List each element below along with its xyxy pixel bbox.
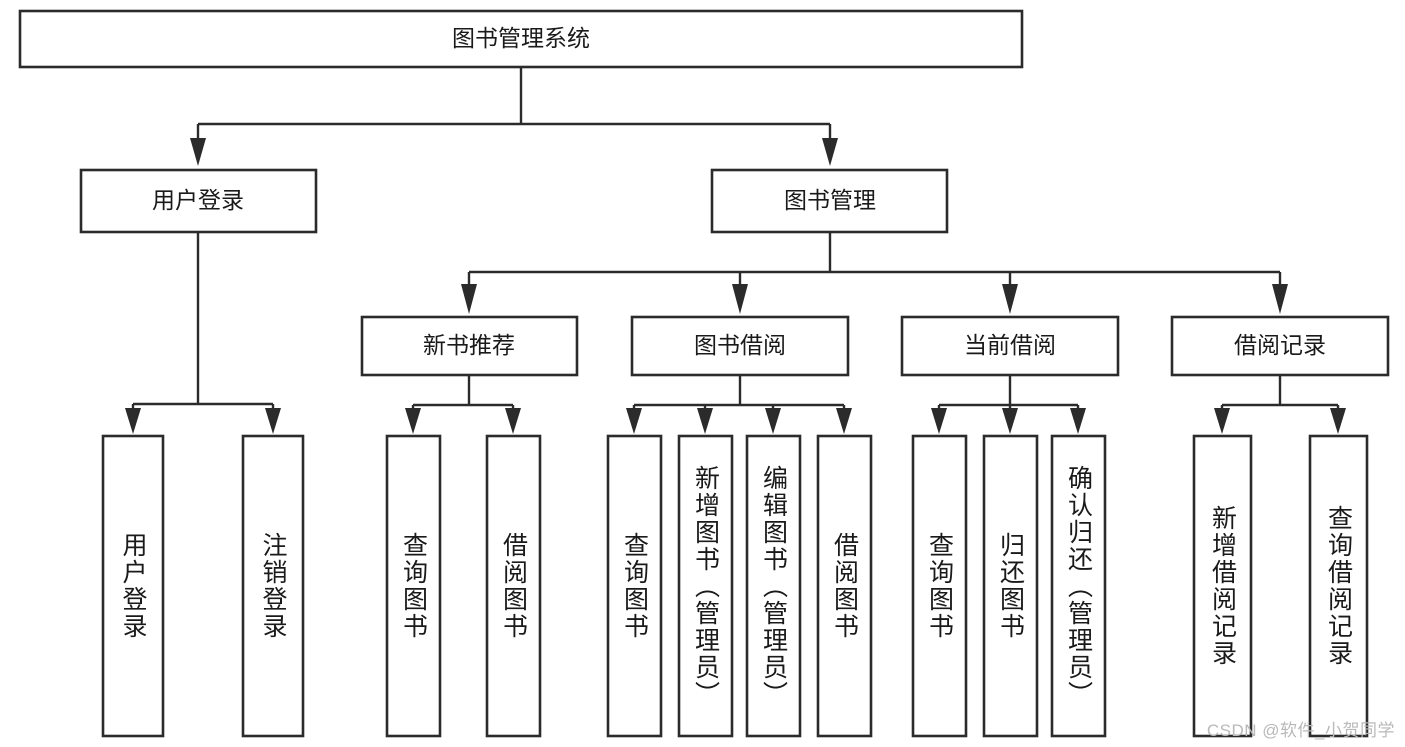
arrow-icon-to-user-login	[190, 138, 206, 166]
node-new-book-recommend[interactable]: 新书推荐	[360, 315, 579, 377]
arrow-icon-to-br-add-record	[1214, 408, 1230, 434]
node-br-query-record-box[interactable]	[1308, 434, 1369, 738]
node-root-box[interactable]	[18, 9, 1024, 69]
connector-group-book-borrow	[626, 375, 852, 434]
node-bb-edit-book-label: 编辑图书（管理员）	[759, 464, 788, 708]
node-book-manage-box[interactable]	[710, 168, 949, 234]
arrow-icon-to-bb-edit-book	[765, 408, 781, 434]
node-bb-edit-book-box[interactable]	[745, 434, 802, 738]
arrow-icon-to-nbr-borrow-book	[505, 408, 521, 434]
node-current-borrow-box[interactable]	[900, 315, 1120, 377]
node-bb-query-book-box[interactable]	[606, 434, 663, 738]
connector-group-book-manage	[461, 232, 1288, 314]
node-bb-borrow-book-label: 借阅图书	[830, 532, 859, 640]
node-user-login-do-box[interactable]	[101, 434, 165, 738]
node-user-login-do-label: 用户登录	[119, 532, 147, 640]
arrow-icon-to-br-query-record	[1330, 408, 1346, 434]
node-cb-return-book-label: 归还图书	[996, 532, 1025, 640]
arrow-icon-to-new-book-recommend	[461, 284, 477, 314]
node-current-borrow-label: 当前借阅	[964, 332, 1056, 358]
node-br-add-record-box[interactable]	[1192, 434, 1253, 738]
connector-group-new-book-recommend	[405, 375, 521, 434]
arrow-icon-to-cb-return-book	[1002, 408, 1018, 434]
node-book-manage-label: 图书管理	[784, 187, 876, 213]
node-nbr-query-book-box[interactable]	[385, 434, 442, 738]
connector-group-root	[190, 67, 838, 166]
node-book-borrow-box[interactable]	[630, 315, 850, 377]
arrow-icon-to-cb-query-book	[931, 408, 947, 434]
arrow-icon-to-bb-add-book	[697, 408, 713, 434]
node-borrow-record-label: 借阅记录	[1234, 332, 1326, 358]
node-nbr-borrow-book-box[interactable]	[485, 434, 542, 738]
node-book-borrow[interactable]: 图书借阅	[630, 315, 850, 377]
arrow-icon-to-book-borrow	[732, 284, 748, 314]
arrow-icon-to-user-login-do	[125, 408, 141, 434]
leaf-boxes	[101, 434, 1369, 738]
connector-group-current-borrow	[931, 375, 1086, 434]
node-user-login-box[interactable]	[79, 168, 318, 234]
node-br-add-record-label: 新增借阅记录	[1208, 505, 1237, 667]
node-cb-query-book-box[interactable]	[911, 434, 968, 738]
node-book-borrow-label: 图书借阅	[694, 332, 786, 358]
node-borrow-record[interactable]: 借阅记录	[1170, 315, 1390, 377]
connector-group-user-login	[125, 232, 281, 434]
arrow-icon-to-borrow-record	[1272, 284, 1288, 314]
arrow-icon-to-cb-confirm-return	[1070, 408, 1086, 434]
node-bb-add-book-label: 新增图书（管理员）	[691, 464, 720, 708]
node-user-logout-label: 注销登录	[259, 532, 287, 640]
node-borrow-record-box[interactable]	[1170, 315, 1390, 377]
arrow-icon-to-user-logout	[265, 408, 281, 434]
node-cb-return-book-box[interactable]	[982, 434, 1039, 738]
arrow-icon-to-current-borrow	[1002, 284, 1018, 314]
node-root[interactable]: 图书管理系统	[18, 9, 1024, 69]
node-bb-query-book-label: 查询图书	[620, 532, 649, 640]
node-bb-add-book-box[interactable]	[677, 434, 734, 738]
arrow-icon-to-bb-query-book	[626, 408, 642, 434]
node-root-label: 图书管理系统	[452, 25, 590, 51]
node-bb-borrow-book-box[interactable]	[816, 434, 873, 738]
arrow-icon-to-nbr-query-book	[405, 408, 421, 434]
node-cb-confirm-return-label: 确认归还（管理员）	[1064, 464, 1093, 708]
connector-group-borrow-record	[1214, 375, 1346, 434]
arrow-icon-to-bb-borrow-book	[836, 408, 852, 434]
node-cb-query-book-label: 查询图书	[925, 532, 954, 640]
node-user-login[interactable]: 用户登录	[79, 168, 318, 234]
node-new-book-recommend-box[interactable]	[360, 315, 579, 377]
node-user-login-label: 用户登录	[152, 187, 244, 213]
node-book-manage[interactable]: 图书管理	[710, 168, 949, 234]
node-user-logout-box[interactable]	[241, 434, 305, 738]
node-nbr-borrow-book-label: 借阅图书	[499, 532, 528, 640]
node-cb-confirm-return-box[interactable]	[1050, 434, 1107, 738]
node-new-book-recommend-label: 新书推荐	[423, 332, 515, 358]
node-current-borrow[interactable]: 当前借阅	[900, 315, 1120, 377]
node-br-query-record-label: 查询借阅记录	[1324, 505, 1353, 667]
arrow-icon-to-book-manage	[822, 138, 838, 166]
node-nbr-query-book-label: 查询图书	[399, 532, 428, 640]
watermark-text: CSDN @软件_小贺同学	[1206, 721, 1395, 740]
